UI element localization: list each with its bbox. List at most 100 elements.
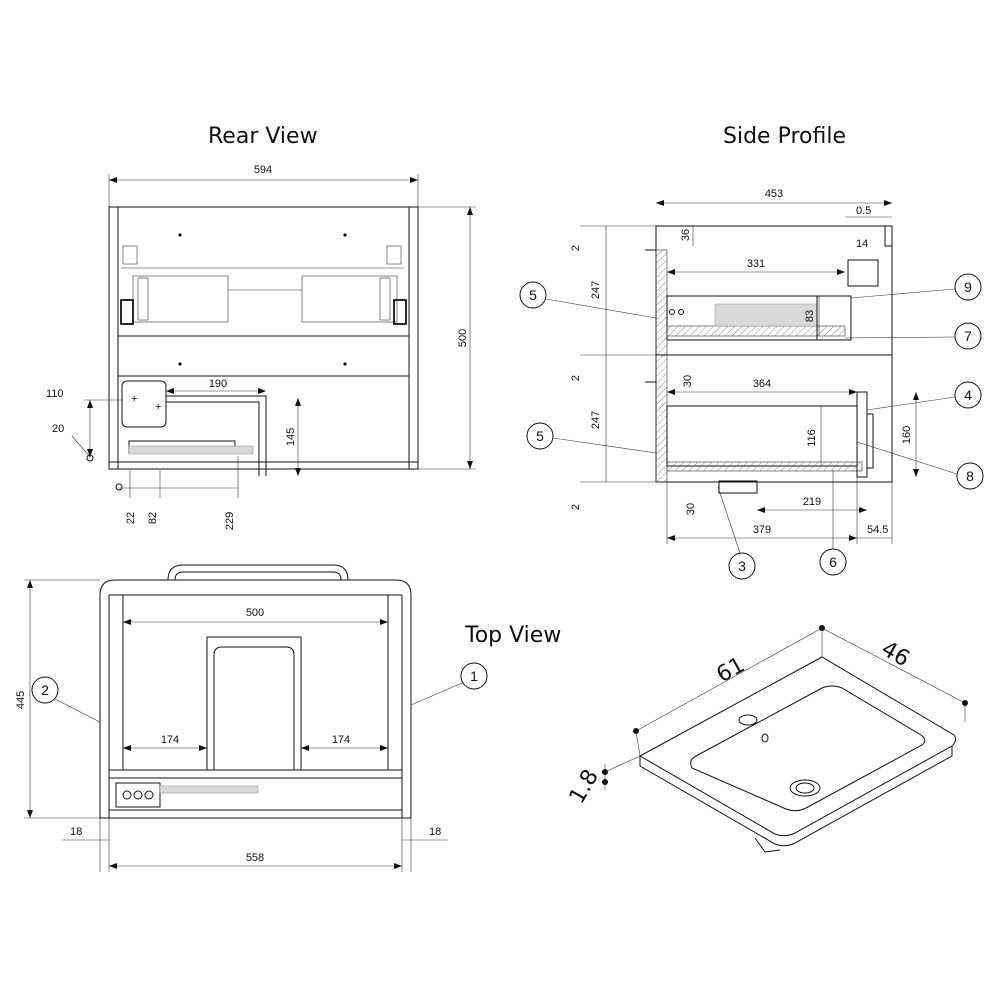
basin-drain [789, 779, 821, 797]
side-callout-3 [728, 552, 756, 580]
rear-screw [343, 233, 347, 237]
rear-junction-mark: + [131, 393, 137, 405]
side-30-lower-label: 30 [685, 503, 697, 515]
rear-190-label: 190 [209, 378, 227, 390]
side-30-upper-label: 30 [682, 375, 694, 387]
basin-underside [754, 837, 781, 853]
basin-46-label: 46 [877, 637, 914, 673]
side-leader [717, 486, 741, 554]
rear-junction-box [121, 380, 167, 428]
side-dowel [678, 309, 684, 315]
top-445-label: 445 [15, 691, 27, 709]
rear-hinge-right [386, 245, 402, 265]
side-219-label: 219 [803, 496, 821, 508]
side-lower-drawer [666, 405, 858, 467]
rear-view: + + 594 500 110 20 190 145 [46, 164, 476, 530]
side-247-lower-label: 247 [590, 411, 602, 429]
top-callout-2 [31, 676, 59, 704]
side-front-edge [866, 413, 874, 469]
top-outline [99, 579, 412, 819]
side-379-label: 379 [753, 524, 771, 536]
side-83-label: 83 [804, 310, 816, 322]
rear-mount-plate-right [301, 275, 398, 323]
rear-229-label: 229 [224, 512, 236, 530]
rear-bottom-marker [115, 483, 123, 491]
top-tip-on-box [115, 782, 161, 808]
top-leader [54, 698, 101, 723]
side-callout-5-lower-label: 5 [536, 428, 544, 444]
side-callout-9 [954, 273, 982, 301]
rear-hinge-left [122, 245, 138, 265]
side-top-lip [884, 225, 893, 247]
top-tip-on-hole [122, 790, 132, 800]
side-callout-8-label: 8 [966, 468, 974, 484]
side-callout-5-upper-label: 5 [529, 287, 537, 303]
top-view-title: Top View [465, 623, 562, 648]
rear-leg-dot [86, 454, 94, 462]
side-fitting-9 [847, 259, 879, 287]
top-18-left-label: 18 [70, 826, 82, 838]
side-247-upper-label: 247 [590, 281, 602, 299]
top-siphon-cutout [206, 636, 302, 770]
side-331-label: 331 [747, 258, 765, 270]
rear-mount-plate-left [132, 275, 229, 323]
rear-screw [178, 362, 182, 366]
side-profile-title: Side Profile [723, 124, 846, 149]
rear-drain-pipe-inner [166, 401, 260, 476]
side-callout-7 [954, 322, 982, 350]
side-leader [850, 288, 956, 299]
basin-tap-hole [738, 714, 758, 726]
basin-edge [639, 746, 953, 847]
side-lower-drawer-base [666, 461, 863, 472]
rear-20-leader [71, 435, 91, 458]
side-14-label: 14 [856, 238, 868, 250]
rear-22-label: 22 [125, 512, 137, 524]
side-back-panel [655, 249, 668, 483]
side-callout-9-label: 9 [964, 279, 972, 295]
rear-height-label: 500 [457, 329, 469, 347]
top-callout-1 [460, 662, 488, 690]
basin-top-surface [638, 656, 957, 837]
side-2-mid-label: 2 [570, 375, 582, 381]
top-view: 500 174 174 445 18 18 558 2 1 [15, 564, 488, 872]
rear-20-label: 20 [52, 423, 64, 435]
rear-screw [343, 362, 347, 366]
side-364-label: 364 [753, 378, 771, 390]
side-upper-drawer-inner [714, 303, 818, 327]
rear-drain-pipe [166, 395, 267, 476]
basin-61-label: 61 [713, 653, 750, 688]
side-leader [552, 437, 657, 454]
rear-82-label: 82 [147, 512, 159, 524]
rear-carcass-outline [108, 206, 419, 470]
rear-view-title: Rear View [208, 124, 318, 149]
side-callout-4-label: 4 [964, 387, 972, 403]
side-callout-3-label: 3 [738, 558, 746, 574]
rear-110-label: 110 [46, 388, 64, 400]
top-174-left-label: 174 [161, 734, 179, 746]
side-upper-drawer-base [666, 325, 846, 337]
side-upper-front [816, 295, 852, 341]
side-callout-8 [956, 462, 984, 490]
top-18-right-label: 18 [429, 826, 441, 838]
top-siphon-inner [213, 646, 295, 770]
side-callout-4 [954, 381, 982, 409]
basin-overflow [761, 733, 769, 743]
rear-junction-mark: + [155, 401, 161, 413]
rear-clip-right [393, 299, 407, 325]
top-handle [167, 564, 349, 581]
basin-isometric: 61 46 1.8 [565, 625, 968, 853]
top-callout-2-label: 2 [41, 682, 49, 698]
side-leader [844, 336, 956, 339]
top-drawer-slide [159, 785, 259, 794]
side-leader [866, 396, 956, 411]
top-leader [410, 682, 463, 706]
side-160-label: 160 [901, 426, 913, 444]
side-2-top-label: 2 [570, 245, 582, 251]
top-tip-on-hole [133, 790, 143, 800]
top-558-label: 558 [246, 852, 264, 864]
rear-drawer-rail [128, 445, 254, 455]
side-453-label: 453 [765, 188, 783, 200]
side-callout-7-label: 7 [964, 328, 972, 344]
